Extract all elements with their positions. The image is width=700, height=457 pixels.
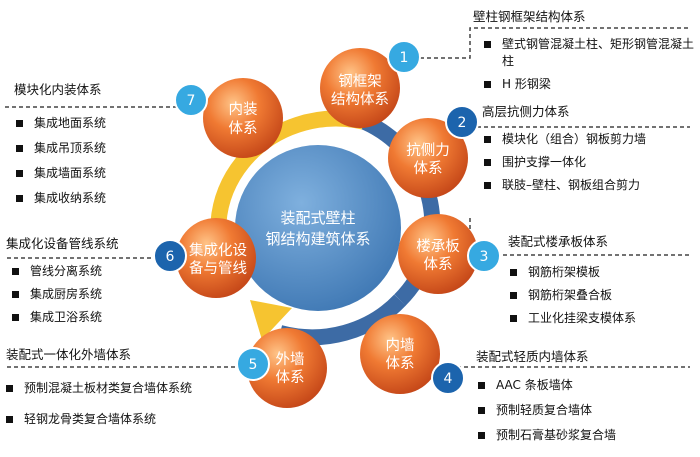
panel-1-title: 壁柱钢框架结构体系: [473, 9, 586, 24]
svg-text:集成化设: 集成化设: [189, 242, 247, 259]
list-item: 预制混凝土板材类复合墙体系统: [4, 380, 244, 397]
list-item: 模块化（组合）钢板剪力墙: [482, 131, 694, 148]
panel-4-title: 装配式轻质内墙体系: [476, 349, 589, 364]
svg-text:体系: 体系: [424, 256, 453, 273]
badge-3: 3: [467, 239, 501, 273]
panel-2-list: 模块化（组合）钢板剪力墙 围护支撑一体化 联肢–壁柱、钢板组合剪力: [482, 131, 694, 200]
list-item: 集成卫浴系统: [10, 309, 160, 326]
center-title-line1: 装配式壁柱: [280, 209, 355, 227]
panel-7-title: 模块化内装体系: [14, 82, 102, 97]
list-item: 轻钢龙骨类复合墙体系统: [4, 411, 244, 428]
center-circle: [235, 145, 401, 311]
badge-6: 6: [153, 239, 187, 273]
svg-text:4: 4: [444, 371, 453, 387]
svg-text:结构体系: 结构体系: [331, 91, 389, 108]
panel-5-list: 预制混凝土板材类复合墙体系统 轻钢龙骨类复合墙体系统: [4, 380, 244, 434]
svg-text:1: 1: [400, 50, 409, 66]
svg-text:6: 6: [166, 249, 175, 265]
center-title-line2: 钢结构建筑体系: [265, 230, 370, 248]
list-item: 集成吊顶系统: [14, 140, 164, 157]
badge-7: 7: [174, 83, 208, 117]
panel-4-list: AAC 条板墙体 预制轻质复合墙体 预制石膏基砂浆复合墙: [476, 377, 694, 450]
panel-7-list: 集成地面系统 集成吊顶系统 集成墙面系统 集成收纳系统: [14, 115, 164, 213]
list-item: 壁式钢管混凝土柱、矩形钢管混凝土柱: [482, 36, 694, 70]
list-item: 钢筋桁架模板: [508, 264, 694, 281]
svg-text:备与管线: 备与管线: [189, 260, 247, 277]
list-item: 围护支撑一体化: [482, 154, 694, 171]
svg-text:内墙: 内墙: [386, 337, 415, 354]
panel-6-title: 集成化设备管线系统: [6, 236, 119, 251]
svg-text:钢框架: 钢框架: [338, 73, 382, 90]
svg-text:内装: 内装: [229, 101, 258, 118]
node-interior-wall: 内墙 体系: [360, 314, 440, 394]
panel-1-list: 壁式钢管混凝土柱、矩形钢管混凝土柱 H 形钢梁: [482, 36, 694, 99]
svg-text:体系: 体系: [414, 160, 443, 177]
node-exterior-wall: 外墙 体系: [247, 328, 327, 408]
panel-5-title: 装配式一体化外墙体系: [6, 347, 132, 362]
badge-5: 5: [236, 347, 270, 381]
svg-text:2: 2: [458, 115, 467, 131]
list-item: 钢筋桁架叠合板: [508, 287, 694, 304]
list-item: 预制石膏基砂浆复合墙: [476, 427, 694, 444]
svg-text:楼承板: 楼承板: [416, 237, 460, 255]
list-item: 集成墙面系统: [14, 165, 164, 182]
list-item: H 形钢梁: [482, 76, 694, 93]
list-item: 管线分离系统: [10, 263, 160, 280]
svg-text:3: 3: [480, 249, 489, 265]
svg-text:外墙: 外墙: [276, 351, 305, 368]
list-item: 集成地面系统: [14, 115, 164, 132]
node-lateral-force: 抗侧力 体系: [388, 118, 468, 198]
badge-1: 1: [387, 40, 421, 74]
svg-text:体系: 体系: [276, 369, 305, 386]
badge-2: 2: [445, 105, 479, 139]
list-item: 集成收纳系统: [14, 190, 164, 207]
list-item: AAC 条板墙体: [476, 377, 694, 394]
list-item: 集成厨房系统: [10, 286, 160, 303]
svg-text:体系: 体系: [386, 355, 415, 372]
node-integrated-equipment: 集成化设 备与管线: [176, 218, 256, 298]
list-item: 工业化挂梁支模体系: [508, 310, 694, 327]
badge-4: 4: [431, 361, 465, 395]
node-floor-deck: 楼承板 体系: [398, 214, 478, 294]
list-item: 联肢–壁柱、钢板组合剪力: [482, 177, 694, 194]
panel-2-title: 高层抗侧力体系: [482, 104, 570, 119]
svg-text:体系: 体系: [229, 120, 258, 137]
panel-3-title: 装配式楼承板体系: [508, 234, 609, 249]
svg-text:5: 5: [249, 357, 258, 373]
node-interior-finish: 内装 体系: [203, 78, 283, 158]
node-steel-frame: 钢框架 结构体系: [320, 48, 400, 128]
list-item: 预制轻质复合墙体: [476, 402, 694, 419]
panel-6-list: 管线分离系统 集成厨房系统 集成卫浴系统: [10, 263, 160, 332]
svg-text:7: 7: [187, 93, 196, 109]
svg-text:抗侧力: 抗侧力: [406, 142, 450, 159]
panel-3-list: 钢筋桁架模板 钢筋桁架叠合板 工业化挂梁支模体系: [508, 264, 694, 333]
